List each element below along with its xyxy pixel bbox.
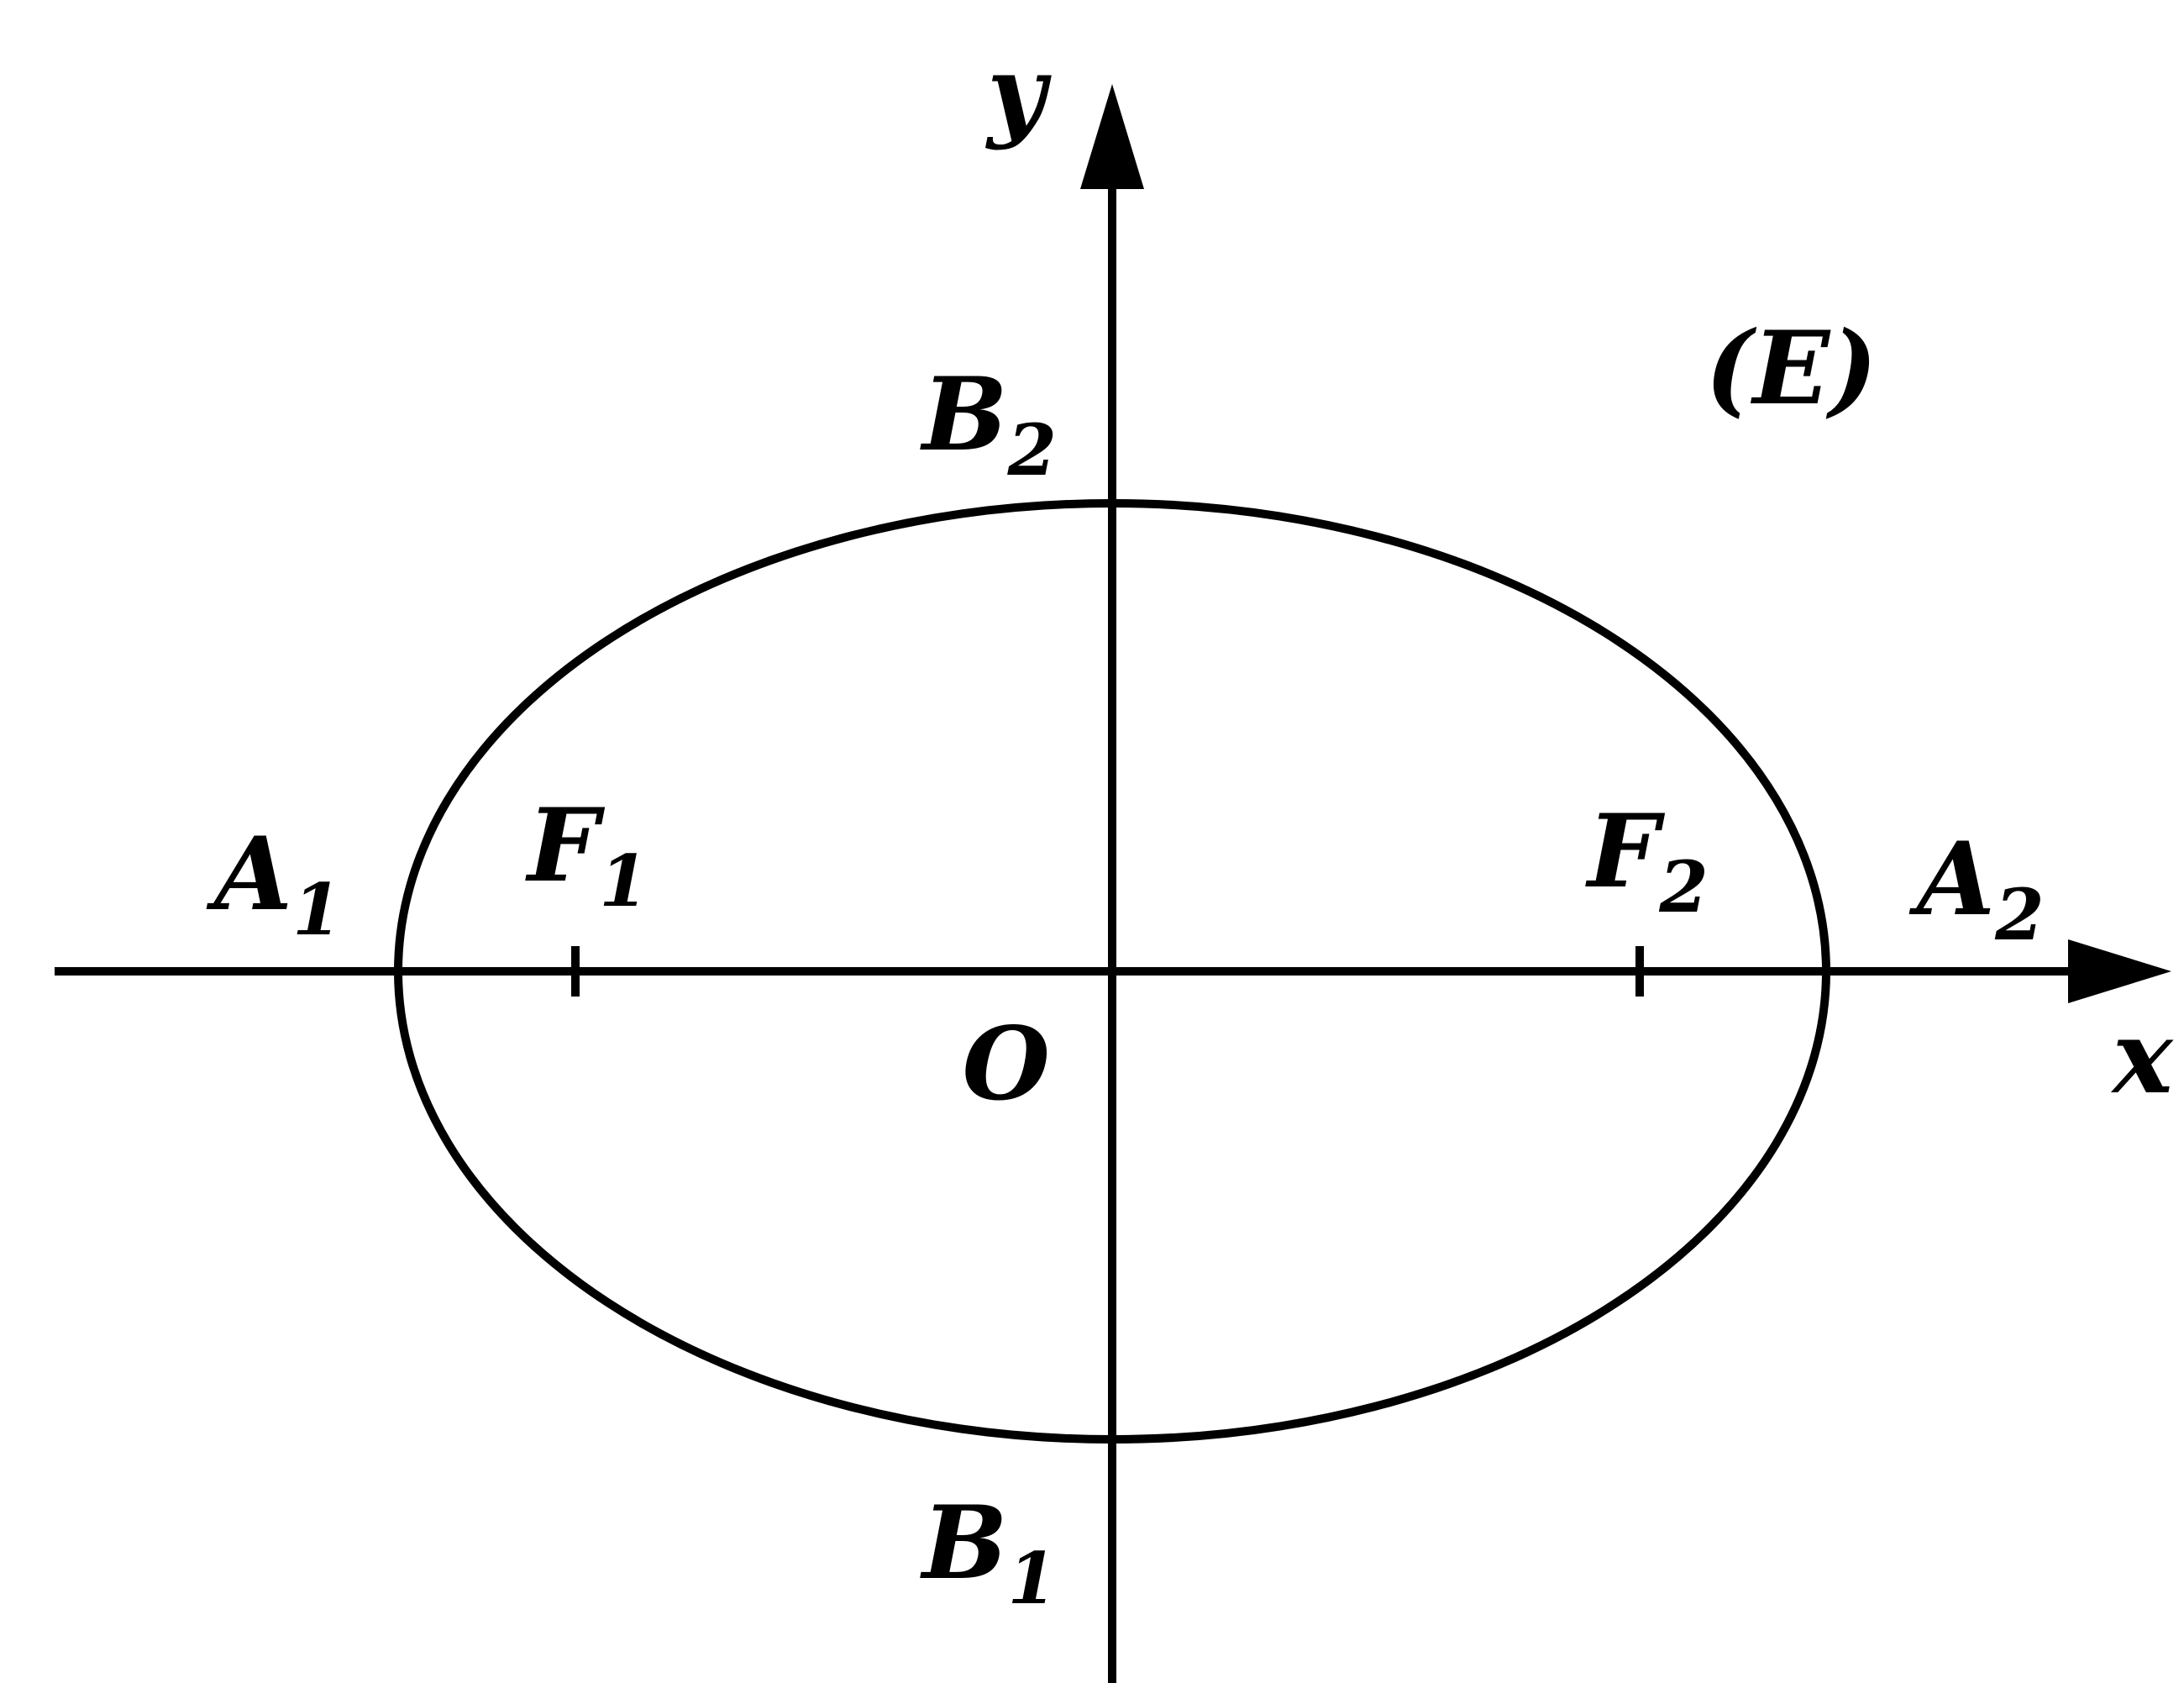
label-F2-sub: 2	[1658, 845, 1708, 928]
label-F1: F1	[525, 786, 648, 923]
label-F2: F2	[1585, 792, 1709, 928]
x-axis-arrowhead-icon	[2068, 939, 2171, 1003]
label-B2-sub: 2	[1006, 408, 1056, 492]
curve-name-label: (E)	[1705, 309, 1877, 428]
label-F2-base: F	[1585, 792, 1666, 911]
y-axis-arrowhead-icon	[1080, 84, 1144, 189]
label-A1-base: A	[206, 815, 292, 934]
x-axis-label: x	[2110, 998, 2174, 1117]
label-A1: A1	[206, 815, 342, 951]
label-F1-base: F	[525, 786, 606, 905]
label-A2-base: A	[1908, 820, 1995, 939]
label-B1: B1	[920, 1484, 1057, 1620]
y-axis-label: y	[984, 34, 1052, 152]
label-A2-sub: 2	[1994, 873, 2044, 956]
ellipse-curve	[394, 499, 1830, 1444]
label-B2: B2	[920, 355, 1057, 492]
label-F1-sub: 1	[599, 839, 648, 923]
label-B1-sub: 1	[1007, 1537, 1056, 1620]
label-B1-base: B	[920, 1484, 1007, 1602]
label-A2: A2	[1908, 820, 2045, 956]
origin-label: O	[962, 1005, 1050, 1123]
label-B2-base: B	[920, 355, 1007, 474]
label-A1-sub: 1	[292, 868, 341, 951]
